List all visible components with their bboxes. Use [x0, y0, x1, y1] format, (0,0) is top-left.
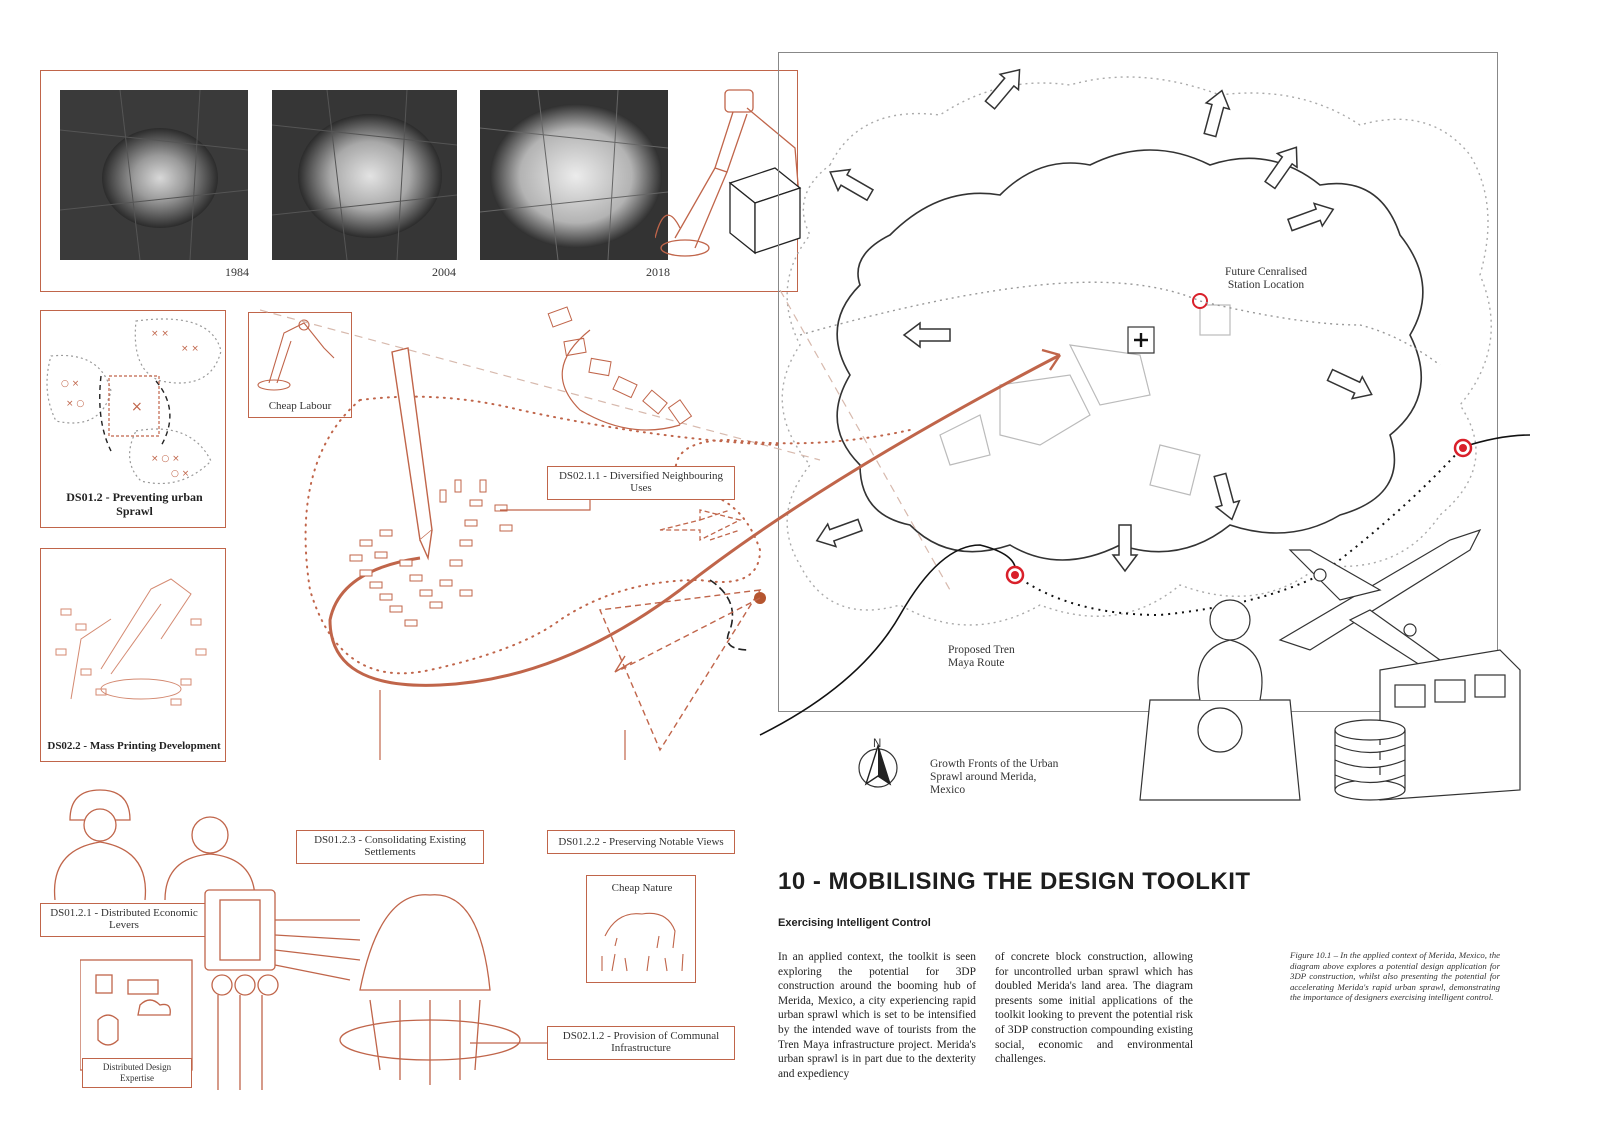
page-title: 10 - MOBILISING THE DESIGN TOOLKIT — [778, 868, 1251, 895]
svg-text:× ○: × ○ — [66, 399, 84, 409]
svg-text:○ ×: ○ × — [171, 469, 189, 479]
communal-leader-line — [470, 1042, 548, 1044]
figure-caption: Figure 10.1 – In the applied context of … — [1290, 950, 1500, 1002]
satellite-texture — [60, 90, 248, 260]
station-label: Future Cenralised Station Location — [1224, 266, 1308, 291]
city-centre-icon — [1127, 326, 1155, 354]
growth-fronts-label: Growth Fronts of the Urban Sprawl around… — [930, 758, 1059, 796]
distributed-design-label: Distributed Design Expertise — [82, 1058, 192, 1088]
robot-arm-small — [257, 319, 335, 391]
bison-sketch — [601, 912, 684, 972]
svg-text:× ×: × × — [151, 329, 169, 339]
tourism-vignette — [1139, 528, 1521, 801]
communal-infrastructure-label: DS02.1.2 - Provision of Communal Infrast… — [547, 1026, 735, 1060]
satellite-texture — [480, 90, 668, 260]
cheap-nature-panel — [586, 875, 696, 983]
cheap-nature-label: Cheap Nature — [611, 882, 673, 894]
satellite-image-2004 — [272, 90, 457, 260]
map-frame — [778, 52, 1498, 712]
mass-printing-panel — [40, 548, 226, 762]
north-arrow-icon — [858, 743, 898, 788]
satellite-image-1984 — [60, 90, 248, 260]
page-subtitle: Exercising Intelligent Control — [778, 917, 931, 929]
svg-text:×: × — [131, 399, 143, 415]
svg-text:○ ×: ○ × — [61, 379, 79, 389]
urban-sprawl-map — [759, 68, 1531, 788]
satellite-image-2018 — [480, 90, 668, 260]
cheap-labour-label: Cheap Labour — [268, 400, 332, 412]
sprawl-diagram: × × × × ○ × × ○ × ○ × ○ × × — [46, 318, 222, 485]
mass-printing-label: DS02.2 - Mass Printing Development — [47, 740, 221, 752]
svg-text:× ×: × × — [181, 344, 199, 354]
body-column-2: of concrete block construction, allowing… — [995, 951, 1193, 1066]
diversified-uses-label: DS02.1.1 - Diversified Neighbouring Uses — [547, 466, 735, 500]
preventing-sprawl-label: DS01.2 - Preventing urban Sprawl — [66, 490, 203, 518]
infrastructure-sketch — [80, 889, 521, 1090]
year-label-2004: 2004 — [432, 265, 456, 279]
consolidating-label: DS01.2.3 - Consolidating Existing Settle… — [296, 830, 484, 864]
route-label: Proposed Tren Maya Route — [948, 644, 1015, 669]
north-label: N — [873, 738, 882, 750]
robot-arm-sketch — [655, 89, 802, 257]
satellite-texture — [272, 90, 457, 260]
distributed-economic-label: DS01.2.1 - Distributed Economic Levers — [40, 903, 208, 937]
preserving-views-label: DS01.2.2 - Preserving Notable Views — [547, 830, 735, 854]
body-column-1: In an applied context, the toolkit is se… — [778, 951, 976, 1080]
svg-text:× ○ ×: × ○ × — [151, 454, 180, 464]
preventing-sprawl-panel: × × × × ○ × × ○ × ○ × ○ × × — [40, 310, 226, 528]
workers-sketch — [53, 789, 256, 900]
year-label-1984: 1984 — [225, 265, 249, 279]
mass-printing-sketch — [55, 578, 207, 706]
year-label-2018: 2018 — [646, 265, 670, 279]
toolkit-diagram — [260, 290, 1061, 760]
